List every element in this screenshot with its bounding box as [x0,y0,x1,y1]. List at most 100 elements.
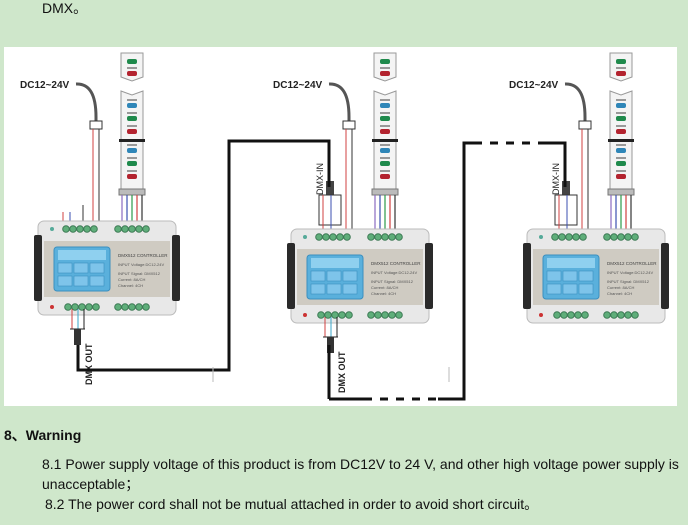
terminal [142,303,150,311]
power-cable [564,82,587,121]
terminal [315,233,323,241]
terminal [603,233,611,241]
power-led [539,313,543,317]
led-green [616,116,626,121]
terminal [85,303,93,311]
power-label: DC12~24V [20,80,70,91]
led-resistor [127,144,137,146]
terminal [551,233,559,241]
terminal [565,233,573,241]
controller-spec-line: INPUT Voltage:DC12-24V [118,262,165,267]
dmx-out-2: DMX OUT [323,317,347,393]
led-resistor [616,67,626,69]
terminal [579,233,587,241]
led-green [616,161,626,166]
led-strip-connector [118,188,146,196]
screen-button [89,275,105,287]
led-red [616,129,626,134]
terminal [329,233,337,241]
terminal [367,311,375,319]
controller-spec-line: Current: 8A/CH [607,285,634,290]
screen-button [342,283,358,295]
dmx-in-plug [562,181,570,195]
signal-led [303,235,307,239]
terminal [114,225,122,233]
led-resistor [127,157,137,159]
led-resistor [380,67,390,69]
led-green [380,116,390,121]
led-blue [380,148,390,153]
terminal [395,233,403,241]
controller-side-rail [661,243,669,309]
terminal [345,311,353,319]
power-cable [328,82,351,121]
led-blue [380,103,390,108]
screen-button [578,283,594,295]
led-red [127,174,137,179]
screen-button [578,270,594,282]
warning-number: 8、 [4,427,26,443]
screen-button [73,275,89,287]
controller-title: DMX512 CONTROLLER [371,261,421,266]
terminal [395,311,403,319]
terminal [631,233,639,241]
terminal [374,233,382,241]
led-strip-cut-mark [372,139,398,142]
controller-side-rail [287,243,295,309]
controller-spec-line: Current: 8A/CH [118,277,145,282]
controller-unit-1: DC12~24V DMX512 CONTROLLER INPUT Voltage:D… [20,52,180,316]
controller-side-rail [425,243,433,309]
terminal [135,225,143,233]
led-strip-connector [371,188,399,196]
terminal [610,311,618,319]
terminal [388,311,396,319]
screen-button [546,270,562,282]
screen-button [342,270,358,282]
power-plug [578,120,592,130]
power-cable [75,82,98,121]
terminal [553,311,561,319]
terminal [135,303,143,311]
led-green [127,59,137,64]
screen-button [89,262,105,274]
screen-button [310,283,326,295]
terminal [381,311,389,319]
terminal [388,233,396,241]
led-green [127,116,137,121]
warning-item-2: 8.2 The power cord shall not be mutual a… [45,496,539,512]
screen-button [310,270,326,282]
controller-title: DMX512 CONTROLLER [607,261,657,266]
controller-spec-line: INPUT Signal: DMX512 [118,271,161,276]
wiring-diagram: DC12~24V DMX512 CONTROLLER INPUT Voltage:D… [4,47,677,406]
controller-side-rail [172,235,180,301]
controller-title: DMX512 CONTROLLER [118,253,168,258]
terminal [381,233,389,241]
led-resistor [380,144,390,146]
terminal [338,311,346,319]
terminal [567,311,575,319]
terminal [610,233,618,241]
led-resistor [380,112,390,114]
dmx-in-wire-box [554,194,578,226]
warning-title: Warning [25,427,82,443]
led-resistor [127,99,137,101]
dmx-in-label: DMX-IN [315,163,325,195]
terminal [114,303,122,311]
warning-item-1: 8.1 Power supply voltage of this product… [42,456,679,492]
power-plug [89,120,103,130]
terminal [121,303,129,311]
warning-heading: 8、Warning [4,425,81,445]
screen-button [326,270,342,282]
led-resistor [616,99,626,101]
led-green [380,161,390,166]
power-label: DC12~24V [273,80,323,91]
power-led [50,305,54,309]
screen-button [73,262,89,274]
screen-button [326,283,342,295]
led-resistor [616,125,626,127]
signal-led [50,227,54,231]
led-blue [616,103,626,108]
led-strip-cut-mark [608,139,634,142]
terminal [558,233,566,241]
dmx-out-plug [74,329,81,345]
